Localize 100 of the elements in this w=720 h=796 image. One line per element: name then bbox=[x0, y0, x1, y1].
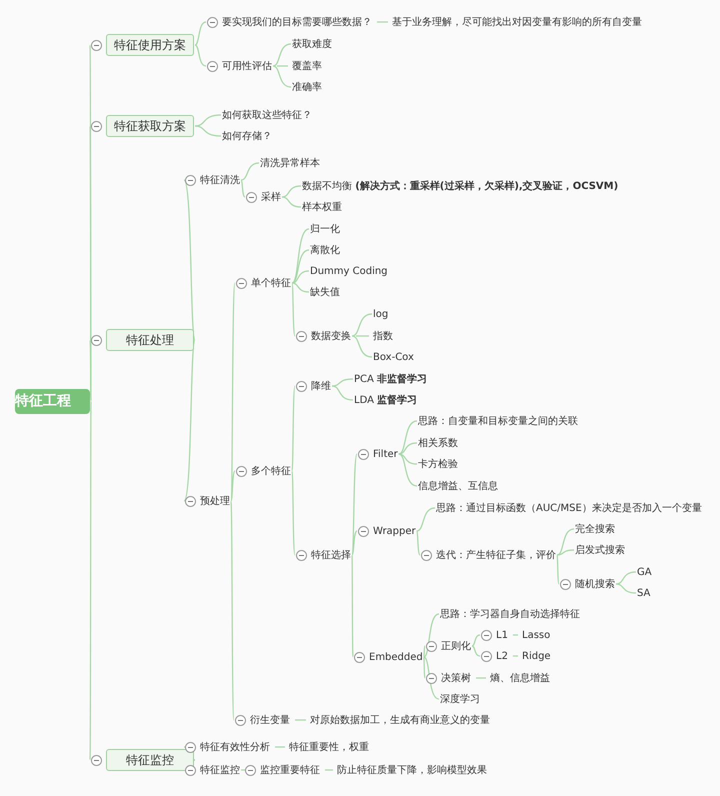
topic-label: 熵、信息增益 bbox=[490, 672, 550, 685]
branch-line bbox=[183, 180, 196, 340]
branch-line bbox=[272, 65, 292, 88]
branch-line bbox=[277, 65, 288, 67]
branch-line bbox=[352, 313, 372, 337]
branch-line bbox=[352, 335, 372, 358]
topic-label: 缺失值 bbox=[310, 286, 340, 299]
topic-label: 深度学习 bbox=[440, 692, 480, 706]
branch-line bbox=[351, 554, 354, 658]
topic-label: 数据变换 bbox=[311, 330, 351, 343]
branch-line bbox=[332, 378, 354, 387]
branch-line bbox=[356, 335, 369, 337]
topic-label: 卡方检验 bbox=[418, 458, 458, 471]
topic-label: Box-Cox bbox=[373, 352, 414, 362]
topic-label: 完全搜索 bbox=[575, 522, 615, 536]
topic-label: 预处理 bbox=[200, 494, 230, 508]
branch-line bbox=[194, 125, 222, 137]
topic-label: 样本权重 bbox=[302, 200, 342, 214]
branch-line bbox=[512, 634, 518, 636]
topic-label: Ridge bbox=[522, 650, 551, 662]
branch-line bbox=[556, 554, 560, 584]
topic-label: 清洗异常样本 bbox=[260, 156, 320, 170]
topic-label: GA bbox=[637, 566, 652, 578]
branch-line bbox=[398, 453, 418, 487]
topic-label: LDA 监督学习 bbox=[354, 394, 418, 407]
branch-line bbox=[194, 114, 222, 127]
topic-label: 基于业务理解，尽可能找出对因变量有影响的所有自变量 bbox=[392, 16, 642, 29]
branch-line bbox=[295, 719, 306, 721]
branch-line bbox=[194, 44, 206, 67]
topic-label: log bbox=[373, 308, 388, 320]
branch-line bbox=[292, 270, 310, 284]
topic-label: 相关系数 bbox=[418, 436, 458, 450]
branch-line bbox=[472, 645, 480, 657]
branch-line bbox=[476, 677, 486, 679]
branch-line bbox=[351, 454, 358, 556]
branch-line bbox=[423, 646, 426, 658]
branch-line bbox=[556, 528, 574, 556]
topic-label: 防止特征质量下降，影响模型效果 bbox=[337, 764, 487, 777]
topic-box: 特征使用方案 bbox=[106, 34, 194, 56]
branch-line bbox=[282, 185, 302, 198]
topic-label: 特征清洗 bbox=[200, 174, 240, 187]
branch-line bbox=[272, 43, 292, 67]
topic-label: SA bbox=[637, 588, 650, 598]
topic-label: L1 bbox=[496, 630, 508, 640]
topic-label: 离散化 bbox=[310, 244, 340, 257]
topic-label: 可用性评估 bbox=[222, 60, 272, 73]
topic-label: 特征选择 bbox=[311, 548, 351, 562]
branch-line bbox=[240, 162, 260, 181]
branch-line bbox=[472, 634, 480, 647]
branch-line bbox=[325, 769, 333, 771]
topic-label: Lasso bbox=[522, 630, 550, 640]
topic-label: 特征重要性，权重 bbox=[289, 740, 369, 754]
branch-line bbox=[291, 282, 296, 336]
topic-label: 单个特征 bbox=[251, 276, 291, 290]
branch-line bbox=[183, 340, 196, 502]
topic-label: 决策树 bbox=[441, 672, 471, 685]
branch-line bbox=[292, 282, 310, 293]
topic-label: 随机搜索 bbox=[575, 578, 615, 591]
branch-line bbox=[292, 228, 310, 284]
branch-line bbox=[275, 746, 285, 748]
topic-label: 特征有效性分析 bbox=[200, 740, 270, 754]
topic-box: 特征监控 bbox=[106, 749, 194, 771]
topic-label: 要实现我们的目标需要哪些数据？ bbox=[222, 16, 372, 29]
topic-label: Wrapper bbox=[373, 526, 416, 536]
central-topic: 特征工程 bbox=[15, 388, 90, 414]
topic-label: 多个特征 bbox=[251, 464, 291, 478]
topic-label: 思路：自变量和目标变量之间的关联 bbox=[418, 414, 578, 428]
branch-line bbox=[89, 340, 92, 402]
branch-line bbox=[616, 571, 636, 585]
topic-label: 启发式搜索 bbox=[575, 544, 625, 557]
branch-line bbox=[398, 453, 418, 465]
branch-line bbox=[351, 530, 358, 556]
topic-label: 如何存储？ bbox=[222, 130, 272, 143]
topic-label: 降维 bbox=[311, 380, 331, 393]
topic-label: 覆盖率 bbox=[292, 60, 322, 73]
topic-label: 对原始数据加工，生成有商业意义的变量 bbox=[310, 714, 490, 727]
topic-label: 信息增益、互信息 bbox=[418, 480, 498, 493]
topic-label: 特征监控 bbox=[200, 764, 240, 777]
topic-label: L2 bbox=[496, 650, 508, 662]
branch-line bbox=[416, 507, 436, 532]
topic-label: 指数 bbox=[373, 330, 393, 343]
branch-line bbox=[240, 180, 246, 198]
topic-label: 数据不均衡 (解决方式：重采样(过采样，欠采样),交叉验证，OCSVM) bbox=[302, 179, 618, 193]
topic-label: 如何获取这些特征？ bbox=[222, 108, 312, 122]
branch-line bbox=[292, 249, 310, 284]
branch-line bbox=[89, 401, 92, 760]
branch-line bbox=[512, 655, 518, 657]
topic-box: 特征获取方案 bbox=[106, 115, 194, 137]
topic-label: 获取难度 bbox=[292, 38, 332, 51]
branch-line bbox=[332, 385, 354, 401]
branch-line bbox=[230, 470, 236, 502]
topic-label: 监控重要特征 bbox=[260, 764, 320, 777]
topic-label: PCA 非监督学习 bbox=[354, 372, 428, 386]
branch-line bbox=[616, 583, 636, 594]
topic-label: 准确率 bbox=[292, 80, 322, 94]
topic-label: 迭代：产生特征子集，评价 bbox=[436, 548, 556, 562]
branch-line bbox=[423, 613, 440, 658]
branch-line bbox=[230, 500, 235, 720]
branch-line bbox=[398, 442, 418, 455]
topic-label: 归一化 bbox=[310, 222, 340, 236]
